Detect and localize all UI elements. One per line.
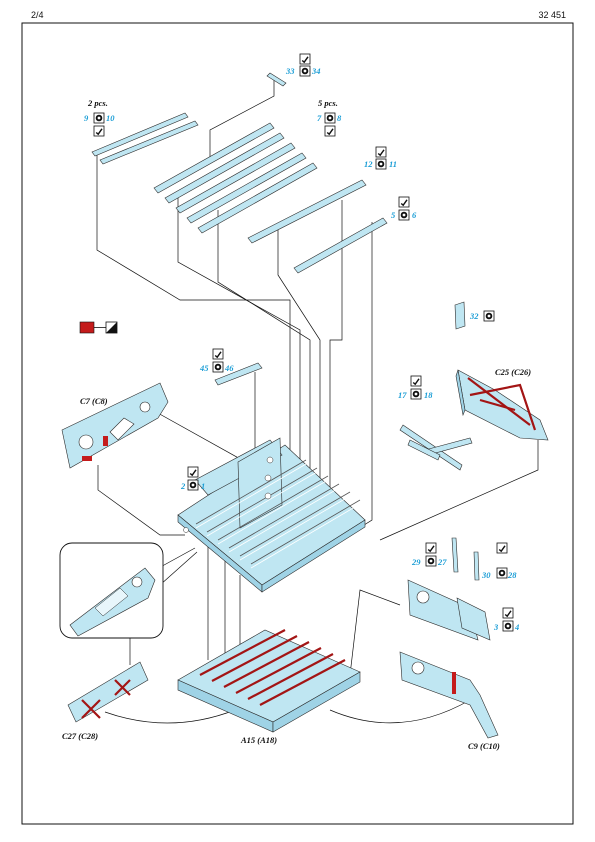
paint-swatch-icon [79, 321, 118, 334]
fold-icon [425, 542, 437, 554]
fold-icon [496, 542, 508, 554]
view-icon [425, 555, 437, 567]
detail-inset [59, 542, 164, 639]
view-icon [410, 388, 422, 400]
part-number: 4 [514, 622, 519, 632]
strips-7-8 [153, 122, 318, 234]
part-number: 3 [493, 622, 499, 632]
part-number: 1 [201, 481, 205, 491]
part-label-c25: C25 (C26) [495, 367, 531, 377]
part-number: 18 [424, 390, 433, 400]
page-frame [21, 22, 574, 825]
part-number: 46 [224, 363, 234, 373]
fold-icon [93, 125, 105, 137]
part-number: 8 [337, 113, 342, 123]
fold-icon [410, 375, 422, 387]
part-number: 6 [412, 210, 417, 220]
part-number: 45 [199, 363, 209, 373]
part-number: 7 [317, 113, 322, 123]
part-number: 33 [285, 66, 295, 76]
part-number: 10 [106, 113, 115, 123]
strips-9-10 [91, 112, 199, 165]
part-number: 28 [507, 570, 517, 580]
part-number: 11 [389, 159, 397, 169]
part-label-c27: C27 (C28) [62, 731, 98, 741]
panel-32 [454, 301, 466, 330]
fold-icon [398, 196, 410, 208]
view-icon [502, 620, 514, 632]
fold-icon [324, 125, 336, 137]
leader-lines [96, 78, 539, 724]
fold-icon [187, 466, 199, 478]
view-icon [93, 112, 105, 124]
part-label-a15: A15 (A18) [240, 735, 277, 745]
view-icon [483, 310, 495, 322]
view-icon [375, 158, 387, 170]
part-number: 32 [469, 311, 479, 321]
part-number: 17 [398, 390, 407, 400]
upper-frame-assembly [177, 437, 366, 593]
strips-17-18 [399, 424, 473, 471]
quantity-label: 2 pcs. [87, 98, 108, 108]
view-icon [187, 479, 199, 491]
view-icon [324, 112, 336, 124]
strip-45-46 [214, 362, 263, 386]
plate-29-30 [407, 537, 491, 641]
plate-c7 [61, 382, 169, 469]
view-icon [299, 65, 311, 77]
plate-c27 [67, 661, 149, 723]
strip-33-34 [266, 72, 287, 87]
strip-5-6 [293, 217, 388, 274]
fold-icon [502, 607, 514, 619]
part-number: 9 [84, 113, 89, 123]
part-number: 5 [391, 210, 396, 220]
panel-c25 [455, 369, 549, 441]
fold-icon [375, 146, 387, 158]
plate-c9 [399, 651, 499, 739]
part-number: 30 [481, 570, 491, 580]
part-label-c9: C9 (C10) [468, 741, 500, 751]
part-number: 2 [180, 481, 186, 491]
view-icon [212, 361, 224, 373]
part-label-c7: C7 (C8) [80, 396, 108, 406]
part-number: 34 [311, 66, 321, 76]
part-number: 12 [364, 159, 373, 169]
part-number: 27 [437, 557, 447, 567]
view-icon [398, 209, 410, 221]
page-number: 2/4 [31, 10, 44, 20]
fold-icon [212, 348, 224, 360]
view-icon [496, 567, 508, 579]
fold-icon [299, 53, 311, 65]
strip-12-11 [247, 179, 367, 244]
kit-code: 32 451 [538, 10, 566, 20]
part-number: 29 [411, 557, 421, 567]
floor-a15 [177, 629, 361, 733]
quantity-label: 5 pcs. [318, 98, 338, 108]
